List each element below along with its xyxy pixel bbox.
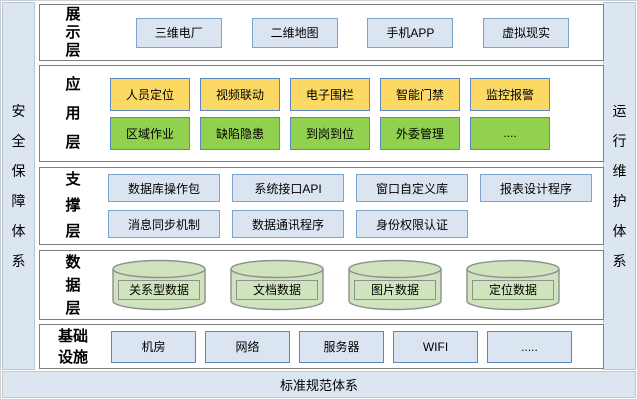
support-box: 窗口自定义库 bbox=[356, 174, 468, 202]
application-box: 电子围栏 bbox=[290, 77, 370, 111]
layer-application: 应用层 人员定位 视频联动 电子围栏 智能门禁 监控报警 区域作业 缺陷隐患 到… bbox=[39, 65, 604, 162]
application-box: 区域作业 bbox=[110, 116, 190, 150]
layer-infrastructure-label: 基础设施 bbox=[57, 327, 88, 366]
support-row-1: 数据库操作包 系统接口API 窗口自定义库 报表设计程序 bbox=[108, 174, 603, 202]
database-cylinder: 定位数据 bbox=[465, 259, 561, 311]
presentation-box: 二维地图 bbox=[251, 17, 338, 48]
cylinder-shape bbox=[348, 259, 442, 311]
layer-presentation-content: 三维电厂 二维地图 手机APP 虚拟现实 bbox=[106, 5, 603, 60]
layer-support-label: 支撑层 bbox=[65, 171, 81, 240]
layer-application-content: 人员定位 视频联动 电子围栏 智能门禁 监控报警 区域作业 缺陷隐患 到岗到位 … bbox=[106, 66, 603, 161]
layer-infrastructure-content: 机房 网络 服务器 WIFI ..... bbox=[106, 325, 603, 368]
application-box: .... bbox=[470, 116, 550, 150]
application-row-2: 区域作业 缺陷隐患 到岗到位 外委管理 .... bbox=[110, 116, 603, 150]
standards-system-bar: 标准规范体系 bbox=[2, 371, 636, 398]
operation-maintenance-label: 运行维护体系 bbox=[612, 103, 627, 269]
database-cylinder: 关系型数据 bbox=[111, 259, 207, 311]
cylinder-label: 文档数据 bbox=[236, 280, 318, 300]
support-box: 身份权限认证 bbox=[356, 210, 468, 238]
operation-maintenance-bar: 运行维护体系 bbox=[603, 2, 636, 370]
presentation-box: 虚拟现实 bbox=[483, 17, 570, 48]
application-box: 外委管理 bbox=[380, 116, 460, 150]
support-box: 数据库操作包 bbox=[108, 174, 220, 202]
infrastructure-box: 服务器 bbox=[299, 330, 384, 363]
standards-system-label: 标准规范体系 bbox=[279, 378, 358, 393]
security-system-label: 安全保障体系 bbox=[11, 103, 26, 269]
application-box: 人员定位 bbox=[110, 77, 190, 111]
cylinder-label: 关系型数据 bbox=[118, 280, 200, 300]
layer-data: 数据层 关系型数据 文档数据 bbox=[39, 250, 604, 320]
support-row-2: 消息同步机制 数据通讯程序 身份权限认证 bbox=[108, 210, 603, 238]
application-box: 缺陷隐患 bbox=[200, 116, 280, 150]
layer-data-label: 数据层 bbox=[65, 253, 81, 317]
support-box: 数据通讯程序 bbox=[232, 210, 344, 238]
infrastructure-box: 网络 bbox=[205, 330, 290, 363]
application-row-1: 人员定位 视频联动 电子围栏 智能门禁 监控报警 bbox=[110, 77, 603, 111]
cylinder-shape bbox=[230, 259, 324, 311]
application-box: 智能门禁 bbox=[380, 77, 460, 111]
layer-support: 支撑层 数据库操作包 系统接口API 窗口自定义库 报表设计程序 消息同步机制 … bbox=[39, 167, 604, 245]
database-cylinder: 图片数据 bbox=[347, 259, 443, 311]
layer-support-content: 数据库操作包 系统接口API 窗口自定义库 报表设计程序 消息同步机制 数据通讯… bbox=[106, 168, 603, 244]
security-system-bar: 安全保障体系 bbox=[2, 2, 35, 370]
cylinder-label: 定位数据 bbox=[472, 280, 554, 300]
infrastructure-box: 机房 bbox=[111, 330, 196, 363]
presentation-box: 手机APP bbox=[367, 17, 454, 48]
layer-infrastructure: 基础设施 机房 网络 服务器 WIFI ..... bbox=[39, 324, 604, 369]
infrastructure-box: WIFI bbox=[393, 330, 478, 363]
application-box: 到岗到位 bbox=[290, 116, 370, 150]
cylinder-shape bbox=[466, 259, 560, 311]
database-cylinder: 文档数据 bbox=[229, 259, 325, 311]
layer-application-label: 应用层 bbox=[65, 76, 81, 151]
layer-presentation: 展示层 三维电厂 二维地图 手机APP 虚拟现实 bbox=[39, 4, 604, 61]
presentation-box: 三维电厂 bbox=[135, 17, 222, 48]
infrastructure-box: ..... bbox=[487, 330, 572, 363]
layer-presentation-label: 展示层 bbox=[65, 5, 81, 59]
support-box: 报表设计程序 bbox=[480, 174, 592, 202]
layer-data-content: 关系型数据 文档数据 图片数据 bbox=[106, 251, 603, 319]
cylinder-shape bbox=[112, 259, 206, 311]
application-box: 监控报警 bbox=[470, 77, 550, 111]
application-box: 视频联动 bbox=[200, 77, 280, 111]
support-box: 系统接口API bbox=[232, 174, 344, 202]
cylinder-label: 图片数据 bbox=[354, 280, 436, 300]
support-box: 消息同步机制 bbox=[108, 210, 220, 238]
